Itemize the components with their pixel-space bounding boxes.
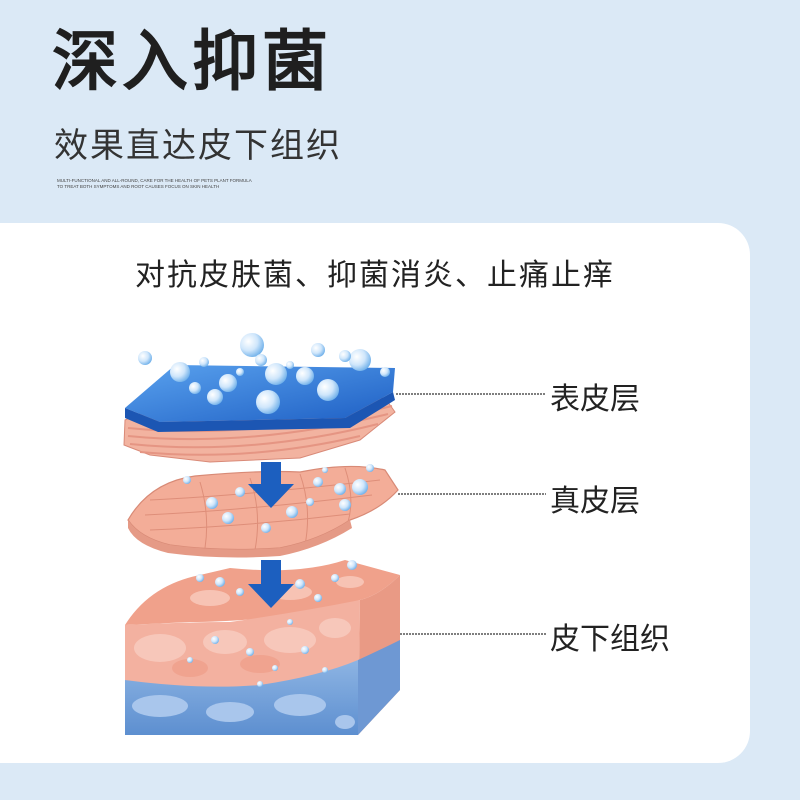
down-arrow-icon xyxy=(248,560,294,608)
label-epidermis: 表皮层 xyxy=(550,382,640,417)
label-subcutaneous: 皮下组织 xyxy=(550,622,670,657)
fine-print: MULTI-FUNCTIONAL AND ALL-ROUND, CARE FOR… xyxy=(57,178,252,189)
dermis-layer xyxy=(127,465,399,558)
label-dermis: 真皮层 xyxy=(550,484,640,519)
epidermis-layer xyxy=(123,365,396,463)
page-subtitle: 效果直达皮下组织 xyxy=(54,126,342,166)
benefits-text: 对抗皮肤菌、抑菌消炎、止痛止痒 xyxy=(135,258,615,293)
page-title: 深入抑菌 xyxy=(52,23,332,100)
bubble-icon xyxy=(138,333,390,687)
down-arrow-icon xyxy=(248,462,294,508)
